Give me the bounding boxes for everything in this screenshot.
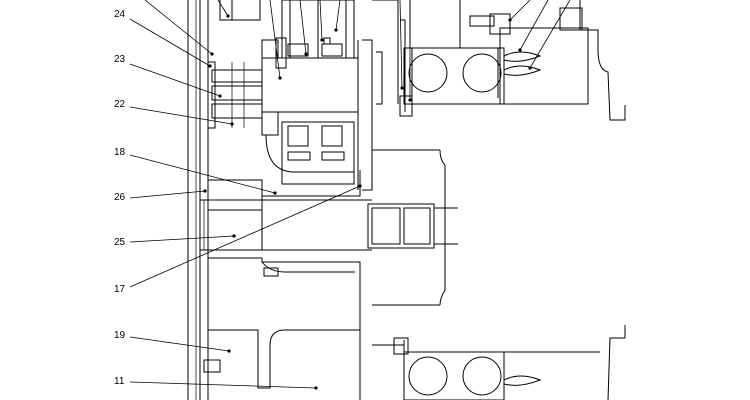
callout-19: 19 <box>114 330 126 341</box>
left-fasteners <box>199 199 221 373</box>
upper-roller-bearings <box>265 0 383 191</box>
callout-18: 18 <box>114 147 126 158</box>
planet-gear-assembly <box>208 0 359 136</box>
right-ball-bearings <box>372 0 600 400</box>
carrier-plate <box>208 170 361 211</box>
callout-26: 26 <box>114 192 126 203</box>
callout-17: 17 <box>114 284 126 295</box>
callout-22: 22 <box>114 99 126 110</box>
leader-dots <box>203 14 532 390</box>
leader-lines <box>129 0 571 389</box>
callout-23: 23 <box>114 54 126 65</box>
callout-labels: 24 23 22 18 26 25 17 19 11 <box>114 9 126 387</box>
callout-24: 24 <box>114 9 126 20</box>
callout-25: 25 <box>114 237 126 248</box>
callout-11: 11 <box>114 376 125 387</box>
main-shaft <box>208 199 458 330</box>
